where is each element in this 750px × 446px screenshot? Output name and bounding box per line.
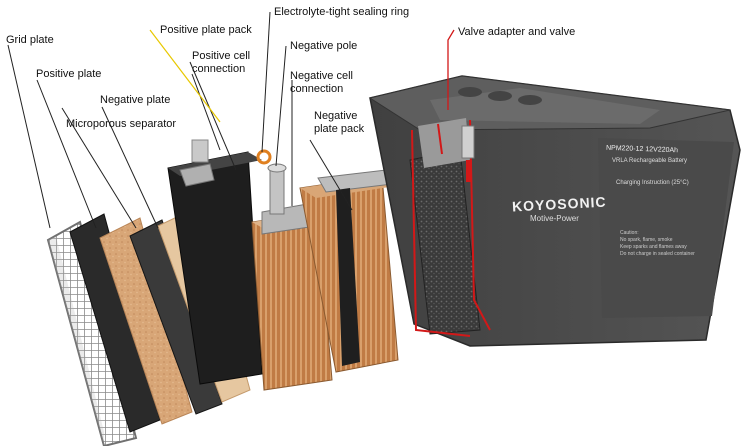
label-negative-pole: Negative pole [290, 40, 358, 52]
leader-lines [7, 11, 353, 229]
sealing-ring [256, 149, 272, 165]
label-negative-cell-connection: Negative cell connection [290, 70, 353, 96]
positive-plate-pack [167, 139, 263, 385]
label-positive-cell-connection-line2: connection [192, 63, 246, 75]
battery-caution-title: Caution: [620, 230, 639, 236]
label-grid-plate: Grid plate [6, 34, 54, 46]
label-negative-cell-connection-line1: Negative cell [290, 70, 353, 82]
label-negative-plate: Negative plate [100, 94, 171, 106]
label-negative-plate-pack: Negative plate pack [314, 110, 364, 136]
battery-subtitle: Motive-Power [530, 214, 579, 223]
battery-charging-title: Charging Instruction (25°C) [616, 180, 689, 186]
label-positive-cell-connection-line1: Positive cell [192, 50, 251, 62]
label-valve-adapter: Valve adapter and valve [458, 26, 576, 38]
battery-case [368, 75, 741, 347]
grid-plate [46, 220, 138, 446]
label-positive-plate: Positive plate [36, 68, 102, 80]
leader-line-valve [447, 29, 455, 110]
battery-type-line: VRLA Rechargeable Battery [612, 158, 688, 164]
separator-sheet-1 [99, 217, 193, 425]
battery-caution-line-2: Keep sparks and flames away [620, 244, 687, 250]
battery-caution-block: Caution: No spark, flame, smoke Keep spa… [620, 230, 695, 258]
leader-line-positive-pack [149, 29, 221, 123]
battery-caution-line-3: Do not charge in sealed container [620, 251, 695, 257]
label-sealing-ring: Electrolyte-tight sealing ring [274, 6, 410, 18]
label-positive-plate-pack: Positive plate pack [160, 24, 252, 36]
label-negative-cell-connection-line2: connection [290, 83, 344, 95]
label-negative-plate-pack-line1: Negative [314, 110, 358, 122]
battery-caution-line-1: No spark, flame, smoke [620, 237, 673, 243]
label-negative-plate-pack-line2: plate pack [314, 123, 365, 135]
negative-plate-pack [299, 169, 399, 373]
label-positive-cell-connection: Positive cell connection [192, 50, 250, 76]
label-microporous-separator: Microporous separator [66, 118, 177, 130]
